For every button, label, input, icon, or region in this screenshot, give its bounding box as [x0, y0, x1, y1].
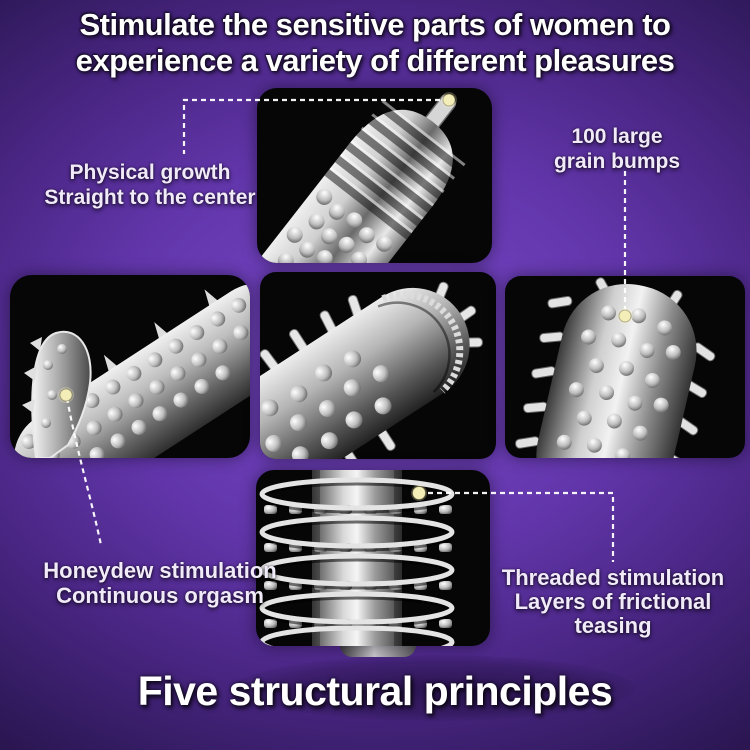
grain-bumps-line1: 100 large — [571, 125, 663, 148]
callout-label-physical-growth: Physical growth Straight to the center — [20, 160, 280, 210]
grain-bumps-line2: grain bumps — [553, 150, 680, 173]
photo-middle-right-spiked-tip — [505, 276, 745, 458]
dome-tip-illustration — [260, 281, 483, 459]
spiked-tip-illustration — [515, 277, 716, 458]
threaded-line1: Threaded stimulation — [501, 565, 725, 590]
callout-label-honeydew: Honeydew stimulation Continuous orgasm — [12, 558, 308, 608]
threaded-line2: Layers of frictional — [514, 589, 712, 614]
honeydew-line1: Honeydew stimulation — [43, 558, 277, 583]
shaft-stub — [340, 644, 416, 657]
headline-line1: Stimulate the sensitive parts of women t… — [79, 7, 671, 42]
callout-label-grain-bumps: 100 large grain bumps — [517, 124, 717, 174]
floor-shadow — [235, 655, 635, 721]
threaded-line3: teasing — [574, 613, 652, 638]
threaded-shaft-illustration — [259, 470, 455, 646]
headline: Stimulate the sensitive parts of women t… — [0, 7, 750, 79]
footer-title: Five structural principles — [137, 668, 613, 714]
ribbed-tip-illustration — [257, 94, 466, 263]
physical-growth-line1: Physical growth — [69, 161, 231, 184]
photo-middle-center-dome — [260, 272, 496, 459]
hook-finger-illustration — [13, 283, 250, 458]
photo-middle-left-hook — [10, 275, 250, 458]
physical-growth-line2: Straight to the center — [44, 186, 256, 209]
headline-line2: experience a variety of different pleasu… — [75, 43, 675, 78]
callout-label-threaded: Threaded stimulation Layers of frictiona… — [482, 566, 744, 638]
photo-top-ribbed-tip — [257, 88, 492, 263]
honeydew-line2: Continuous orgasm — [56, 583, 264, 608]
